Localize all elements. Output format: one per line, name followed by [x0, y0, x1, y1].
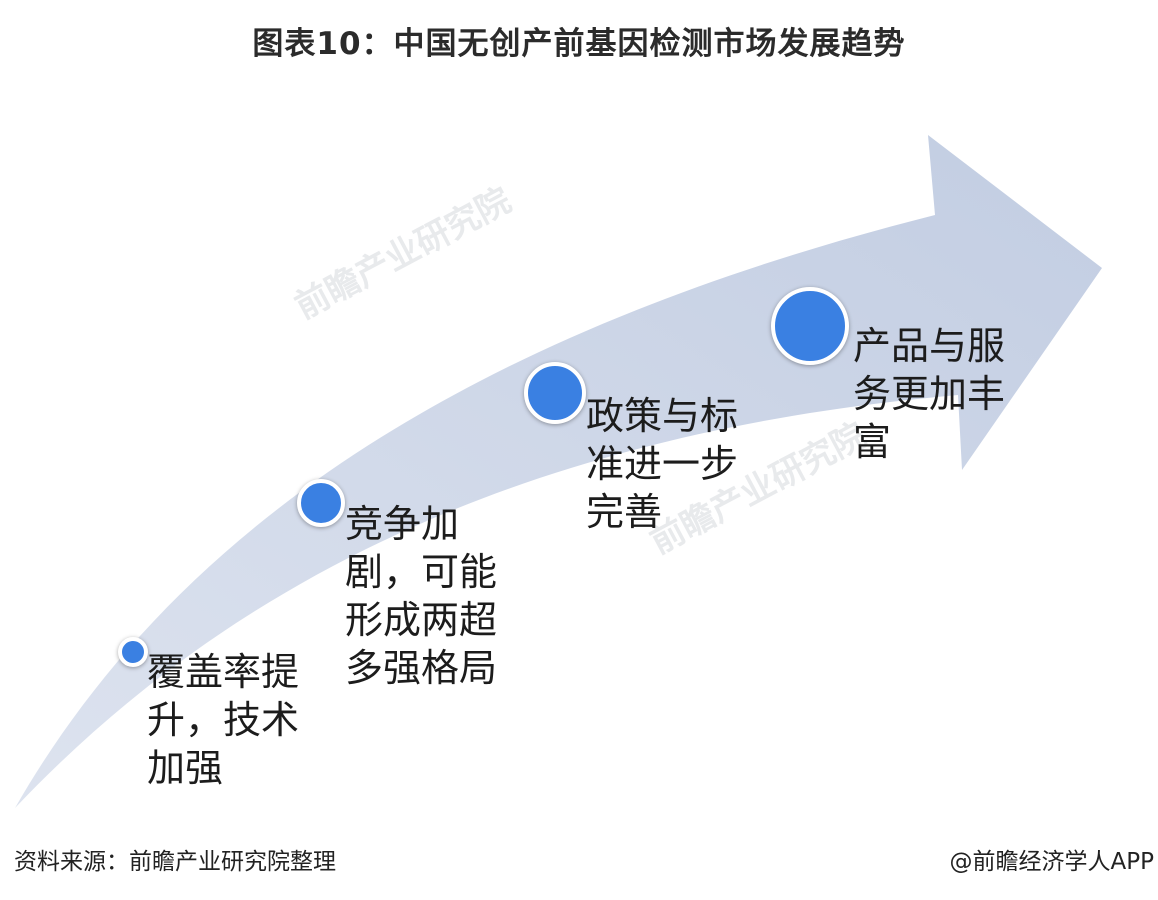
- stage-dot-2: [297, 479, 345, 527]
- stage-dot-4: [771, 287, 849, 365]
- stage-dot-1: [118, 637, 148, 667]
- stage-label-3: 政策与标 准进一步 完善: [586, 394, 739, 534]
- chart-title: 图表10：中国无创产前基因检测市场发展趋势: [252, 26, 906, 62]
- stage-label-2: 竞争加 剧，可能 形成两超 多强格局: [345, 502, 498, 690]
- stage-label-1: 覆盖率提 升，技术 加强: [147, 650, 300, 790]
- source-note: 资料来源：前瞻产业研究院整理: [14, 849, 336, 875]
- stage-dot-3: [524, 362, 586, 424]
- stage-label-4: 产品与服 务更加丰 富: [853, 324, 1006, 464]
- credit-note: @前瞻经济学人APP: [949, 849, 1154, 875]
